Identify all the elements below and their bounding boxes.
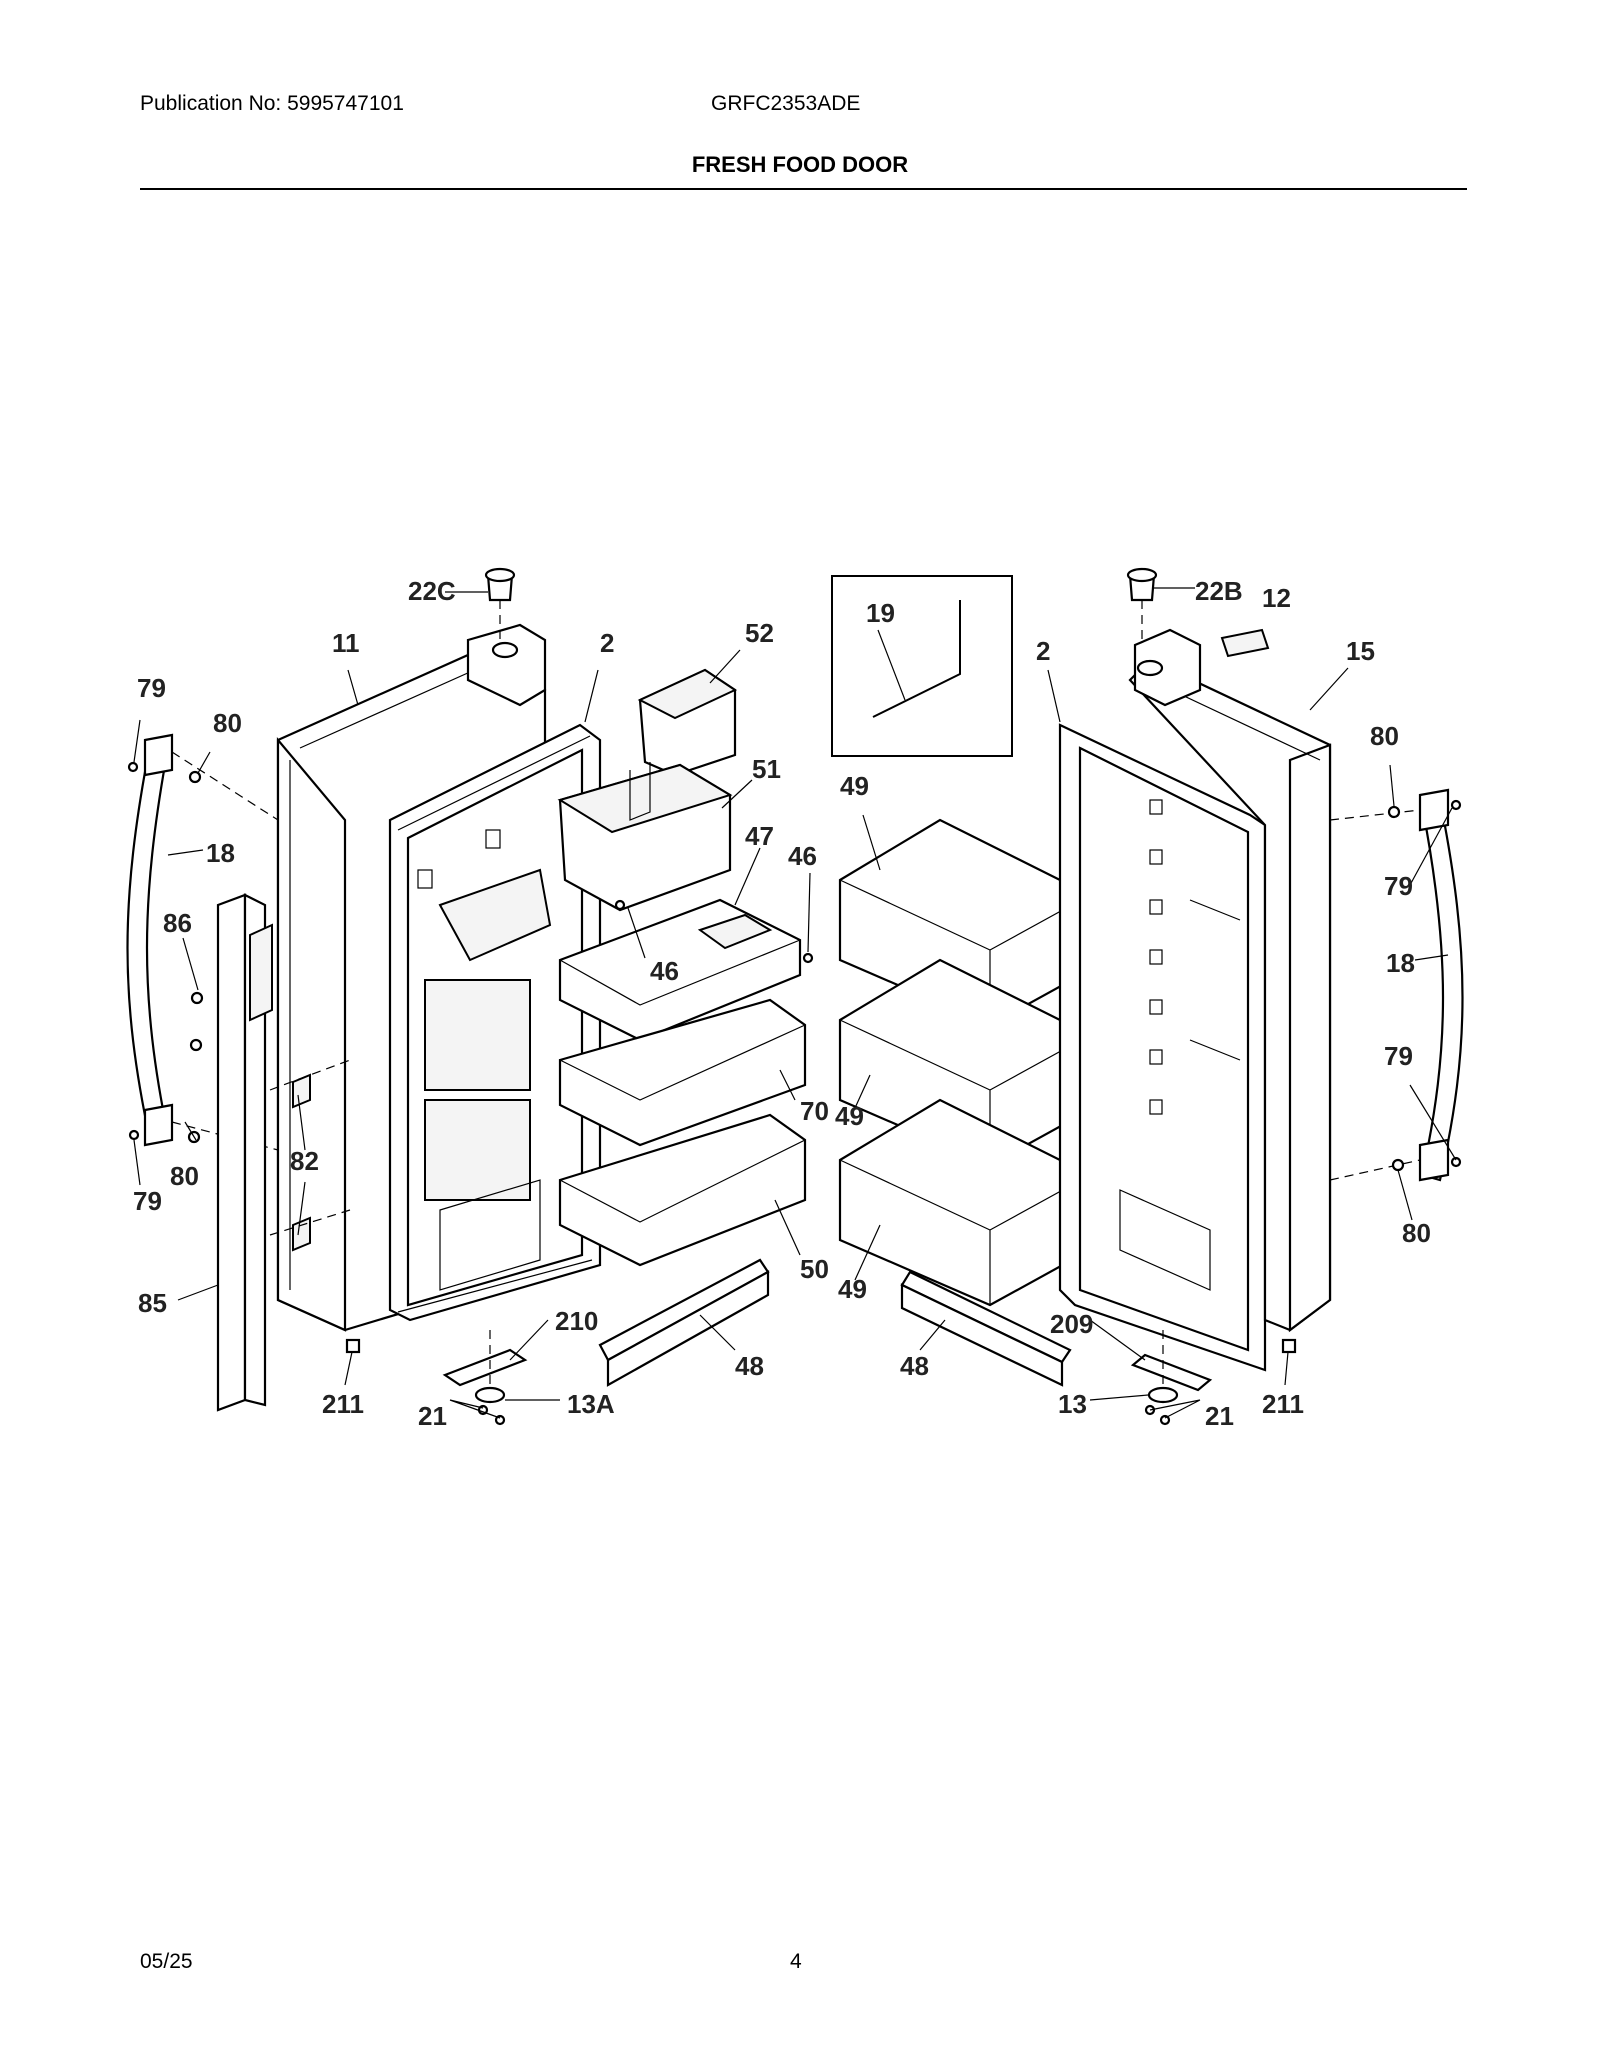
callout-79-mid-right: 79 xyxy=(1384,871,1413,901)
part-18-left-handle xyxy=(126,733,279,1151)
right-bottom-hinge xyxy=(1130,1330,1297,1426)
right-door-cap xyxy=(1133,628,1202,707)
callout-79-bottom-left: 79 xyxy=(133,1186,162,1216)
callout-19: 19 xyxy=(866,598,895,628)
publication-number: Publication No: 5995747101 xyxy=(140,92,404,115)
part-51-dairy-bin xyxy=(557,762,733,912)
callout-48-left: 48 xyxy=(735,1351,764,1381)
callout-82: 82 xyxy=(290,1146,319,1176)
callout-70: 70 xyxy=(800,1096,829,1126)
left-door-liner-details xyxy=(417,829,552,1291)
callout-18-right: 18 xyxy=(1386,948,1415,978)
callout-21-right: 21 xyxy=(1205,1401,1234,1431)
callout-80-top-right: 80 xyxy=(1370,721,1399,751)
callout-211-right: 211 xyxy=(1262,1389,1304,1419)
part-48-left-bin-trim xyxy=(598,1258,770,1387)
callout-2-left: 2 xyxy=(600,628,614,658)
callout-2-right: 2 xyxy=(1036,636,1050,666)
callout-13a: 13A xyxy=(567,1389,615,1419)
part-52-small-bin xyxy=(637,668,738,777)
callout-49-mid: 49 xyxy=(835,1101,864,1131)
callout-211-left: 211 xyxy=(322,1389,364,1419)
callout-80-bottom-right: 80 xyxy=(1402,1218,1431,1248)
callout-48-right: 48 xyxy=(900,1351,929,1381)
part-50-door-bin xyxy=(558,1113,807,1267)
callout-labels: 22C 22B 12 11 2 52 19 2 15 79 80 51 49 8… xyxy=(133,576,1431,1431)
callout-79-lower-right: 79 xyxy=(1384,1041,1413,1071)
callout-51: 51 xyxy=(752,754,781,784)
header-rule xyxy=(140,188,1467,190)
callout-47: 47 xyxy=(745,821,774,851)
callout-21-left: 21 xyxy=(418,1401,447,1431)
part-46-screws xyxy=(614,899,814,964)
part-22c-hinge-bushing xyxy=(445,567,516,640)
left-door-cap xyxy=(466,623,547,707)
callout-210: 210 xyxy=(555,1306,598,1336)
callout-79-top-left: 79 xyxy=(137,673,166,703)
part-48-right-bin-trim xyxy=(900,1270,1072,1387)
part-22b-hinge-bushing xyxy=(1126,567,1195,640)
part-85-door-trim xyxy=(216,893,273,1412)
part-47-dairy-cover xyxy=(558,898,802,1042)
callout-22c: 22C xyxy=(408,576,456,606)
page-number: 4 xyxy=(790,1950,802,1973)
callout-209: 209 xyxy=(1050,1309,1093,1339)
callout-15: 15 xyxy=(1346,636,1375,666)
callout-49-bottom: 49 xyxy=(838,1274,867,1304)
callout-85: 85 xyxy=(138,1288,167,1318)
callout-18-left: 18 xyxy=(206,838,235,868)
callout-50: 50 xyxy=(800,1254,829,1284)
callout-46-right: 46 xyxy=(788,841,817,871)
model-number: GRFC2353ADE xyxy=(711,92,861,115)
left-side-screws xyxy=(127,761,351,1252)
footer-date: 05/25 xyxy=(140,1950,193,1973)
callout-80-mid-left: 80 xyxy=(170,1161,199,1191)
callout-86: 86 xyxy=(163,908,192,938)
right-door-gasket xyxy=(1058,723,1267,1372)
part-12-label xyxy=(1220,628,1270,658)
callout-46-left: 46 xyxy=(650,956,679,986)
leader-lines xyxy=(133,629,1457,1419)
callout-12: 12 xyxy=(1262,583,1291,613)
right-door-liner-details xyxy=(1119,799,1241,1291)
part-70-door-bin xyxy=(558,998,807,1147)
callout-49-top: 49 xyxy=(840,771,869,801)
left-bottom-hinge xyxy=(345,1330,528,1426)
callout-22b: 22B xyxy=(1195,576,1243,606)
callout-52: 52 xyxy=(745,618,774,648)
part-18-right-handle xyxy=(1329,788,1464,1182)
part-19-inset-box xyxy=(831,575,1013,757)
callout-11: 11 xyxy=(332,628,360,658)
callout-80-top-left: 80 xyxy=(213,708,242,738)
page-title: FRESH FOOD DOOR xyxy=(691,152,909,177)
callout-13: 13 xyxy=(1058,1389,1087,1419)
